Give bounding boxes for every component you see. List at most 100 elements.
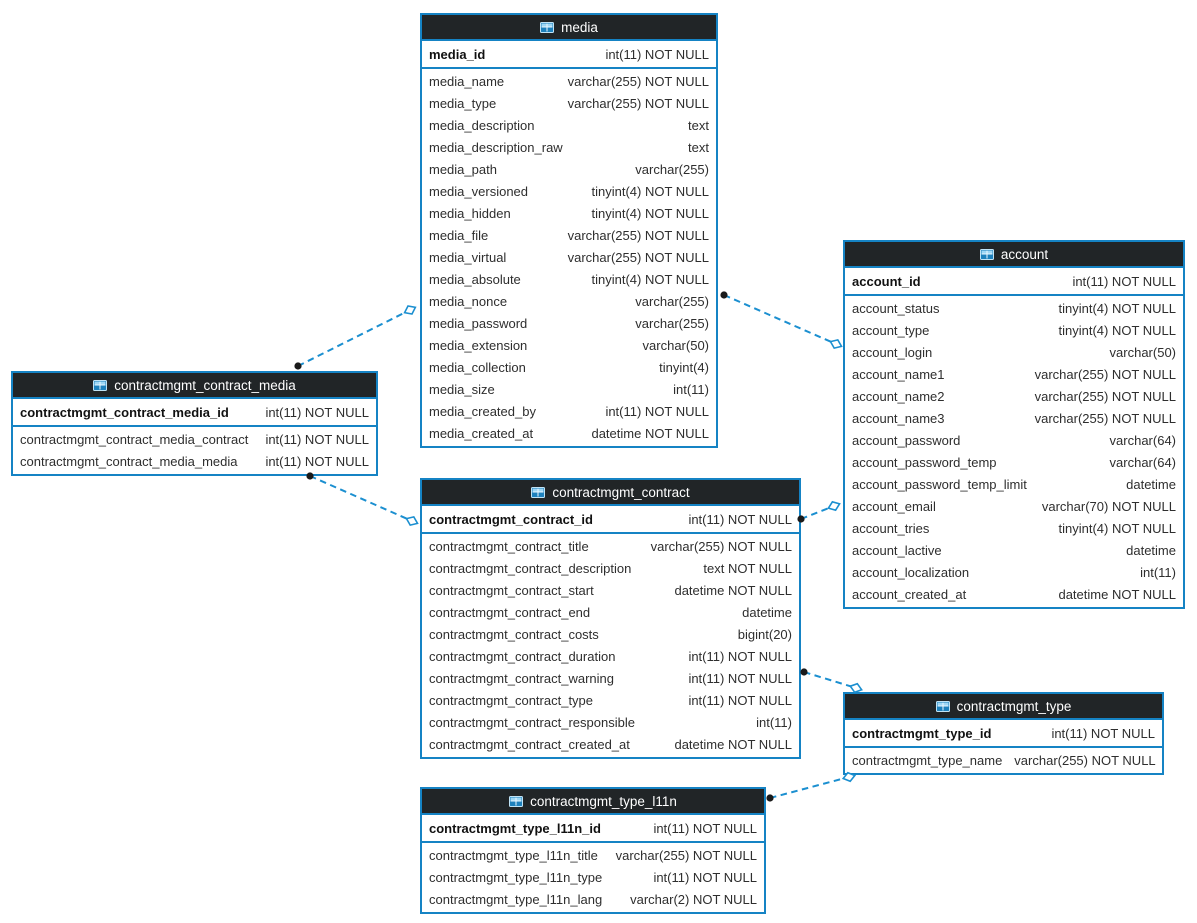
column-row-account_created_at[interactable]: account_created_at datetime NOT NULL [845,583,1183,605]
column-type: int(11) [1140,564,1176,580]
table-media[interactable]: media media_id int(11) NOT NULL media_na… [420,13,718,448]
column-row-contractmgmt_contract_media_media[interactable]: contractmgmt_contract_media_media int(11… [13,450,376,472]
column-row-contractmgmt_type_l11n_lang[interactable]: contractmgmt_type_l11n_lang varchar(2) N… [422,888,764,910]
column-type: varchar(70) NOT NULL [1041,498,1176,514]
column-row-media_extension[interactable]: media_extension varchar(50) [422,334,716,356]
column-row-media_absolute[interactable]: media_absolute tinyint(4) NOT NULL [422,268,716,290]
pk-column-type: int(11) NOT NULL [265,404,369,420]
column-name: media_description_raw [429,139,563,155]
relationship-contractmgmt_contract_media-to-contractmgmt_contract[interactable] [306,472,419,527]
column-type: varchar(50) [642,337,709,353]
column-row-contractmgmt_contract_end[interactable]: contractmgmt_contract_end datetime [422,601,799,623]
db-table-header[interactable]: contractmgmt_type_l11n [422,789,764,813]
column-name: media_password [429,315,528,331]
column-name: media_created_at [429,425,534,441]
column-row-media_description_raw[interactable]: media_description_raw text [422,136,716,158]
relationship-diamond-endpoint [405,515,419,527]
column-type: datetime NOT NULL [1058,586,1176,602]
table-account[interactable]: account account_id int(11) NOT NULL acco… [843,240,1185,609]
column-type: int(11) NOT NULL [265,431,369,447]
primary-key-row[interactable]: contractmgmt_type_l11n_id int(11) NOT NU… [422,813,764,843]
column-name: media_file [429,227,489,243]
column-row-media_hidden[interactable]: media_hidden tinyint(4) NOT NULL [422,202,716,224]
column-row-account_localization[interactable]: account_localization int(11) [845,561,1183,583]
column-row-media_type[interactable]: media_type varchar(255) NOT NULL [422,92,716,114]
primary-key-row[interactable]: contractmgmt_contract_id int(11) NOT NUL… [422,504,799,534]
table-contractmgmt_contract[interactable]: contractmgmt_contract contractmgmt_contr… [420,478,801,759]
relationship-contractmgmt_contract-to-account[interactable] [797,500,841,523]
column-row-media_name[interactable]: media_name varchar(255) NOT NULL [422,70,716,92]
column-row-media_created_at[interactable]: media_created_at datetime NOT NULL [422,422,716,444]
db-table-header[interactable]: media [422,15,716,39]
column-name: media_type [429,95,497,111]
column-row-account_type[interactable]: account_type tinyint(4) NOT NULL [845,319,1183,341]
column-row-contractmgmt_type_l11n_type[interactable]: contractmgmt_type_l11n_type int(11) NOT … [422,866,764,888]
column-row-contractmgmt_contract_title[interactable]: contractmgmt_contract_title varchar(255)… [422,535,799,557]
column-row-media_password[interactable]: media_password varchar(255) [422,312,716,334]
table-name: contractmgmt_contract [552,484,690,500]
column-name: media_virtual [429,249,507,265]
column-row-contractmgmt_type_l11n_title[interactable]: contractmgmt_type_l11n_title varchar(255… [422,844,764,866]
column-row-contractmgmt_contract_costs[interactable]: contractmgmt_contract_costs bigint(20) [422,623,799,645]
column-row-account_password[interactable]: account_password varchar(64) [845,429,1183,451]
column-name: media_created_by [429,403,536,419]
column-row-account_password_temp_limit[interactable]: account_password_temp_limit datetime [845,473,1183,495]
column-row-contractmgmt_contract_warning[interactable]: contractmgmt_contract_warning int(11) NO… [422,667,799,689]
table-name: contractmgmt_type_l11n [530,793,677,809]
db-table-header[interactable]: contractmgmt_type [845,694,1162,718]
table-contractmgmt_contract_media[interactable]: contractmgmt_contract_media contractmgmt… [11,371,378,476]
column-row-media_virtual[interactable]: media_virtual varchar(255) NOT NULL [422,246,716,268]
column-row-media_collection[interactable]: media_collection tinyint(4) [422,356,716,378]
relationship-contractmgmt_type_l11n-to-contractmgmt_type[interactable] [766,771,857,802]
column-type: varchar(255) NOT NULL [1034,388,1176,404]
column-row-contractmgmt_contract_media_contract[interactable]: contractmgmt_contract_media_contract int… [13,428,376,450]
column-row-media_file[interactable]: media_file varchar(255) NOT NULL [422,224,716,246]
column-row-contractmgmt_contract_description[interactable]: contractmgmt_contract_description text N… [422,557,799,579]
column-row-account_name1[interactable]: account_name1 varchar(255) NOT NULL [845,363,1183,385]
primary-key-row[interactable]: contractmgmt_contract_media_id int(11) N… [13,397,376,427]
column-name: account_password [852,432,961,448]
db-table-header[interactable]: contractmgmt_contract [422,480,799,504]
column-row-account_status[interactable]: account_status tinyint(4) NOT NULL [845,297,1183,319]
column-row-media_nonce[interactable]: media_nonce varchar(255) [422,290,716,312]
db-table-header[interactable]: account [845,242,1183,266]
relationship-media-to-account[interactable] [720,291,843,350]
column-row-account_name3[interactable]: account_name3 varchar(255) NOT NULL [845,407,1183,429]
pk-column-name: media_id [429,46,486,62]
table-name: account [1000,246,1049,262]
column-row-account_login[interactable]: account_login varchar(50) [845,341,1183,363]
table-contractmgmt_type[interactable]: contractmgmt_type contractmgmt_type_id i… [843,692,1164,775]
column-row-contractmgmt_contract_responsible[interactable]: contractmgmt_contract_responsible int(11… [422,711,799,733]
column-row-contractmgmt_contract_created_at[interactable]: contractmgmt_contract_created_at datetim… [422,733,799,755]
column-row-contractmgmt_type_name[interactable]: contractmgmt_type_name varchar(255) NOT … [845,749,1162,771]
column-row-media_description[interactable]: media_description text [422,114,716,136]
column-row-media_path[interactable]: media_path varchar(255) [422,158,716,180]
pk-column-type: int(11) NOT NULL [1072,273,1176,289]
column-row-account_tries[interactable]: account_tries tinyint(4) NOT NULL [845,517,1183,539]
primary-key-row[interactable]: media_id int(11) NOT NULL [422,39,716,69]
column-row-account_email[interactable]: account_email varchar(70) NOT NULL [845,495,1183,517]
primary-key-row[interactable]: contractmgmt_type_id int(11) NOT NULL [845,718,1162,748]
column-name: media_absolute [429,271,521,287]
table-icon [509,795,524,807]
table-contractmgmt_type_l11n[interactable]: contractmgmt_type_l11n contractmgmt_type… [420,787,766,914]
relationship-contractmgmt_contract-to-contractmgmt_type[interactable] [800,668,863,694]
column-name: contractmgmt_contract_created_at [429,736,630,752]
column-row-account_lactive[interactable]: account_lactive datetime [845,539,1183,561]
column-name: account_name3 [852,410,945,426]
column-row-media_versioned[interactable]: media_versioned tinyint(4) NOT NULL [422,180,716,202]
column-row-contractmgmt_contract_type[interactable]: contractmgmt_contract_type int(11) NOT N… [422,689,799,711]
column-row-account_name2[interactable]: account_name2 varchar(255) NOT NULL [845,385,1183,407]
column-name: contractmgmt_type_l11n_type [429,869,603,885]
column-row-account_password_temp[interactable]: account_password_temp varchar(64) [845,451,1183,473]
relationship-contractmgmt_contract_media-to-media[interactable] [294,305,417,370]
column-row-contractmgmt_contract_start[interactable]: contractmgmt_contract_start datetime NOT… [422,579,799,601]
primary-key-row[interactable]: account_id int(11) NOT NULL [845,266,1183,296]
db-table-header[interactable]: contractmgmt_contract_media [13,373,376,397]
column-row-media_size[interactable]: media_size int(11) [422,378,716,400]
column-name: account_type [852,322,930,338]
column-type: bigint(20) [737,626,792,642]
column-row-media_created_by[interactable]: media_created_by int(11) NOT NULL [422,400,716,422]
column-type: tinyint(4) NOT NULL [591,205,709,221]
column-row-contractmgmt_contract_duration[interactable]: contractmgmt_contract_duration int(11) N… [422,645,799,667]
